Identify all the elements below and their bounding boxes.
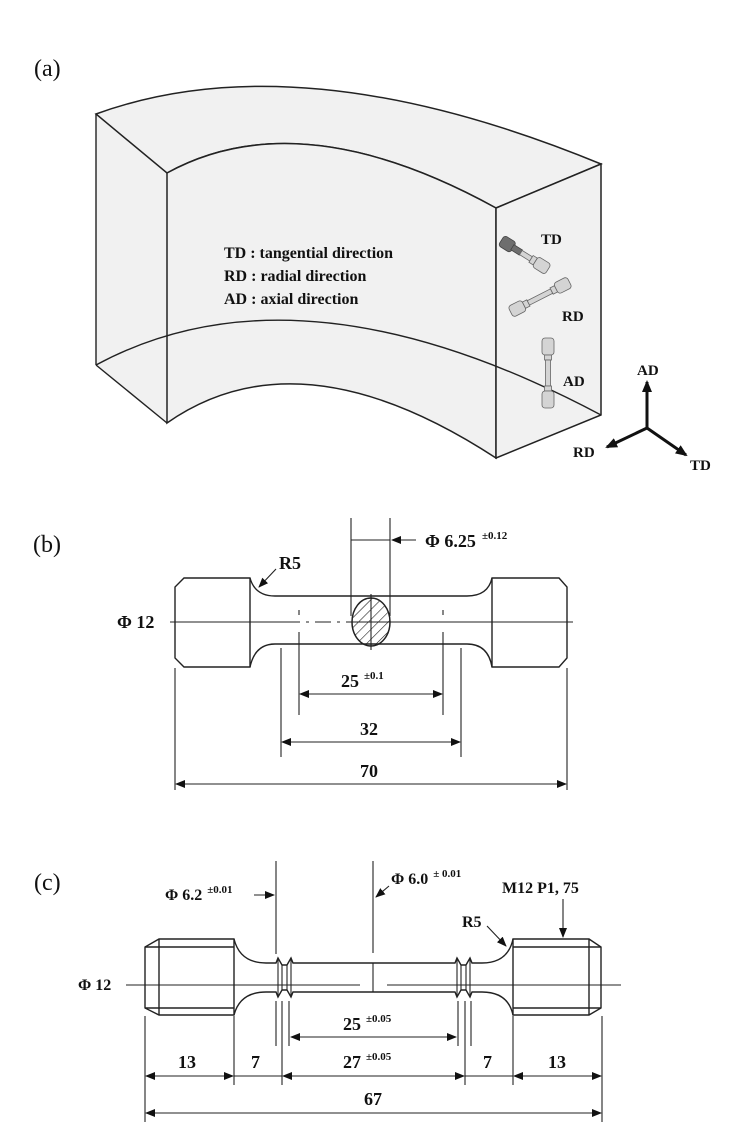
dim-7-left-text: 7: [251, 1052, 260, 1072]
specimen-rd-icon: [508, 277, 572, 317]
dim-7-right-text: 7: [483, 1052, 492, 1072]
dim-27-text: 27±0.05: [343, 1051, 392, 1072]
specimen-ad-icon: [541, 337, 555, 409]
panel-b-label: (b): [33, 532, 61, 558]
specimen-td-icon: [498, 235, 551, 274]
dim-67-text: 67: [364, 1089, 382, 1109]
axis-triad: AD RD TD: [573, 363, 711, 474]
panel-c-label: (c): [34, 870, 61, 896]
axis-ad-label: AD: [637, 363, 659, 379]
axis-td-label: TD: [690, 458, 711, 474]
radius-c-leader: [486, 925, 507, 947]
legend-td: TD : tangential direction: [224, 245, 393, 262]
legend-rd: RD : radial direction: [224, 268, 366, 285]
panel-a: (a) TD : tangential direction RD : radia…: [34, 56, 711, 474]
radius-b-label: R5: [279, 553, 301, 573]
specimen-td-label: TD: [541, 232, 562, 248]
dim-25-c-text: 25±0.05: [343, 1013, 392, 1034]
dim-d625-text: Φ 6.25±0.12: [425, 530, 508, 551]
dim-d12-b-label: Φ 12: [117, 612, 154, 632]
dim-32-b-text: 32: [360, 719, 378, 739]
specimen-ad-label: AD: [563, 374, 585, 390]
dim-d60-text: Φ 6.0± 0.01: [391, 868, 461, 888]
dim-d12-c-label: Φ 12: [78, 977, 111, 994]
block-back-bottom-arc: [95, 319, 602, 416]
panel-b: (b) Φ 6.25±0.12 R5 Φ 12 25±0.1: [33, 518, 573, 790]
dim-13-right-text: 13: [548, 1052, 566, 1072]
radius-b-leader: [258, 568, 277, 588]
panel-a-label: (a): [34, 56, 61, 82]
legend-ad: AD : axial direction: [224, 291, 358, 308]
block-edge-bottom-left: [95, 364, 168, 424]
dim-d60-arrow: [375, 885, 390, 898]
axis-rd-arrow: [605, 426, 648, 449]
axis-td-arrow: [646, 426, 688, 457]
radius-c-label: R5: [462, 914, 482, 931]
dim-70-b-text: 70: [360, 761, 378, 781]
axis-rd-label: RD: [573, 445, 595, 461]
specimen-rd-label: RD: [562, 309, 584, 325]
specimen-b-outline: [174, 577, 568, 668]
dim-d62-text: Φ 6.2±0.01: [165, 884, 233, 904]
thread-callout-text: M12 P1, 75: [502, 880, 579, 897]
panel-c: (c) Φ 6.2±0.01 Φ 6.0± 0.01 M: [34, 861, 621, 1122]
dim-13-left-text: 13: [178, 1052, 196, 1072]
dim-25-b-text: 25±0.1: [341, 670, 384, 691]
